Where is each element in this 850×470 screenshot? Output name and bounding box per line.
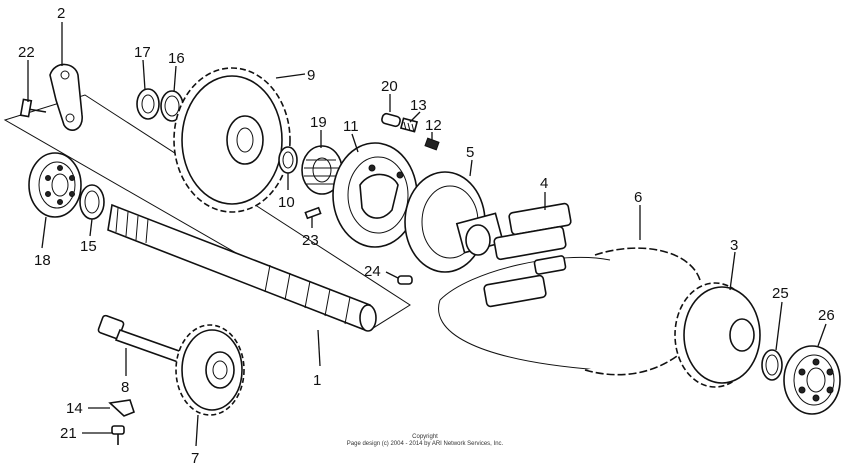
part-23-pin [304,206,322,220]
callout-6: 6 [634,189,642,206]
part-9-large-sprocket [173,67,291,213]
part-14-washer [108,399,135,417]
callout-4: 4 [540,175,548,192]
callout-22: 22 [18,44,35,61]
callout-18: 18 [34,252,51,269]
copyright-line-2: Page design (c) 2004 - 2014 by ARI Netwo… [346,441,504,447]
callout-5: 5 [466,144,474,161]
part-7-small-sprocket [175,324,245,416]
part-2-bracket [49,63,83,131]
callout-3: 3 [730,237,738,254]
callout-16: 16 [168,50,185,67]
callout-25: 25 [772,285,789,302]
callout-24: 24 [364,263,381,280]
callout-9: 9 [307,67,315,84]
callout-23: 23 [302,232,319,249]
callout-7: 7 [191,450,199,467]
part-19-needle-bearing [301,145,343,195]
callout-8: 8 [121,379,129,396]
part-8-axle [97,314,184,364]
callout-21: 21 [60,425,77,442]
part-4-chain-links [483,202,572,308]
callout-20: 20 [381,78,398,95]
callout-1: 1 [313,372,321,389]
copyright-line-1: Copyright [412,434,438,440]
part-25-ring [761,349,783,381]
callout-11: 11 [343,118,359,135]
callout-17: 17 [134,44,151,61]
callout-19: 19 [310,114,327,131]
part-24-pin [397,275,413,285]
callout-10: 10 [278,194,295,211]
part-20-pin [381,112,401,128]
callout-labels: 1 2 3 4 5 6 7 8 9 10 11 12 13 14 15 16 1… [18,5,835,467]
part-5-drive-hub [404,171,505,273]
leader-lines [27,22,827,447]
callout-26: 26 [818,307,835,324]
part-22-bolt [19,98,47,118]
callout-13: 13 [410,97,427,114]
callout-2: 2 [57,5,65,22]
part-10-ring [278,146,298,174]
part-11-clutch-housing [332,142,418,248]
chain-plane [438,256,611,371]
part-15-washer [79,184,105,220]
copyright-footer: Copyright Page design (c) 2004 - 2014 by… [0,434,850,448]
callout-12: 12 [425,117,442,134]
part-3-drive-sprocket [674,282,761,388]
part-13-spring [399,117,419,133]
part-26-bearing [783,345,841,415]
part-17-washer [136,88,160,120]
part-18-bearing [28,152,82,218]
part-12-roller [424,137,440,151]
callout-15: 15 [80,238,97,255]
part-21-bolt [111,425,125,445]
part-1-shaft [107,203,377,332]
callout-14: 14 [66,400,83,417]
